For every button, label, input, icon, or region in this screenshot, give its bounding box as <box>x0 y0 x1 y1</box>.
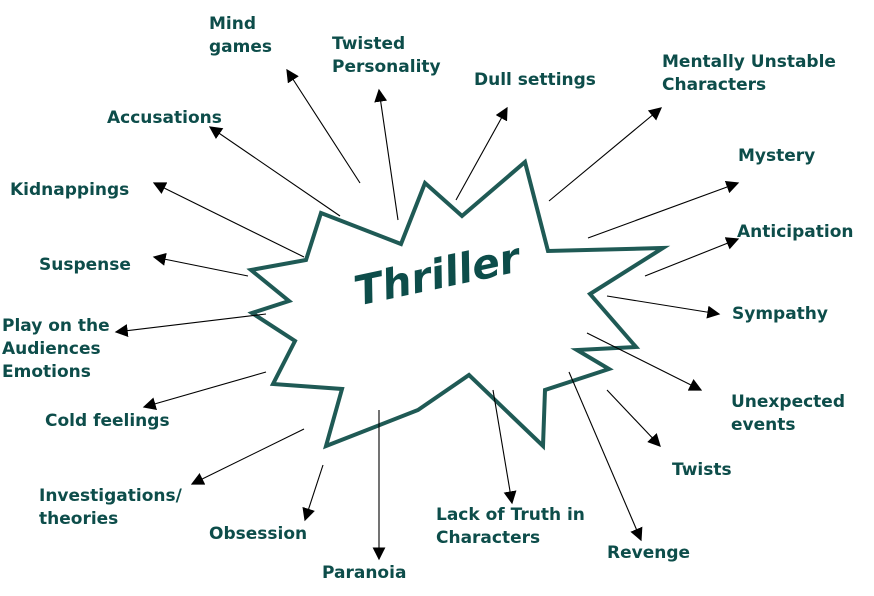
label-cold-feelings: Cold feelings <box>45 411 170 431</box>
label-play-on-audiences-emotions: Play on the Audiences Emotions <box>2 316 110 382</box>
arrow-accusations <box>208 126 341 217</box>
arrow-sympathy <box>606 295 721 319</box>
label-accusations: Accusations <box>107 108 222 128</box>
label-mind-games: Mind games <box>209 14 273 57</box>
label-unexpected-events: Unexpected events <box>731 392 846 435</box>
arrow-kidnappings <box>152 182 305 258</box>
label-twisted-personality: Twisted Personality <box>332 34 441 77</box>
arrow-mentally-unstable <box>548 107 663 202</box>
label-paranoia: Paranoia <box>322 563 407 583</box>
thriller-burst-shape <box>246 158 671 451</box>
arrow-dull-settings <box>455 106 508 201</box>
arrow-revenge <box>568 371 643 542</box>
label-suspense: Suspense <box>39 255 131 275</box>
label-sympathy: Sympathy <box>732 304 828 324</box>
arrow-cold-feelings <box>142 371 267 411</box>
arrow-investigations <box>190 428 305 485</box>
arrow-play-on-emotions <box>114 313 267 338</box>
label-mystery: Mystery <box>738 146 816 166</box>
label-dull-settings: Dull settings <box>474 70 596 90</box>
label-twists: Twists <box>672 460 732 480</box>
arrow-twists <box>606 389 661 447</box>
label-lack-of-truth-in-characters: Lack of Truth in Characters <box>436 505 585 548</box>
arrow-unexpected-events <box>586 332 703 391</box>
arrow-lack-of-truth <box>492 389 517 505</box>
arrow-suspense <box>152 252 249 277</box>
arrow-obsession <box>302 464 324 522</box>
arrow-anticipation <box>644 237 740 277</box>
label-mentally-unstable-characters: Mentally Unstable Characters <box>662 52 836 95</box>
label-investigations-theories: Investigations/ theories <box>39 486 182 529</box>
label-kidnappings: Kidnappings <box>10 180 130 200</box>
label-obsession: Obsession <box>209 524 308 544</box>
label-anticipation: Anticipation <box>737 222 854 242</box>
arrow-twisted-personality <box>374 88 399 221</box>
label-revenge: Revenge <box>607 543 691 563</box>
arrow-mind-games <box>286 68 361 184</box>
arrow-mystery <box>587 180 740 239</box>
